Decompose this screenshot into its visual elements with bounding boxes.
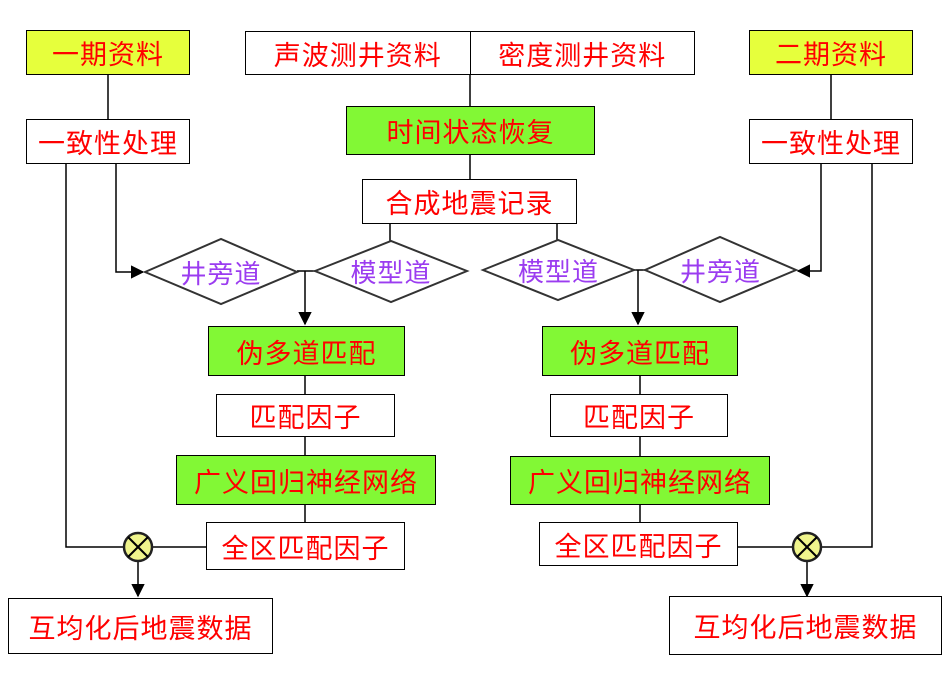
equalized-seismic-data-right-box: 互均化后地震数据 xyxy=(669,596,942,655)
connector-consistency1-well-diamond xyxy=(115,164,145,279)
pseudo-multichannel-match-left-box: 伪多道匹配 xyxy=(208,326,405,376)
consistency-processing-right-box: 一致性处理 xyxy=(749,119,913,164)
grnn-left-box: 广义回归神经网络 xyxy=(176,455,436,505)
multiply-icon-left xyxy=(122,531,154,563)
multiply-icon-right xyxy=(791,531,823,563)
match-factor-left-box: 匹配因子 xyxy=(216,394,395,437)
sonic-log-label: 声波测井资料 xyxy=(273,40,442,72)
synthetic-seismogram-box: 合成地震记录 xyxy=(362,179,577,224)
full-area-match-factor-left-box: 全区匹配因子 xyxy=(206,522,405,570)
pseudo-multichannel-match-right-box: 伪多道匹配 xyxy=(542,326,738,376)
connector-consistency1-multiply xyxy=(65,164,124,548)
well-log-data-box: 声波测井资料 密度测井资料 xyxy=(245,31,695,75)
density-log-label: 密度测井资料 xyxy=(469,32,695,74)
model-trace-right-label: 模型道 xyxy=(517,257,599,288)
connector-consistency2-well-diamond xyxy=(796,164,822,278)
full-area-match-factor-right-box: 全区匹配因子 xyxy=(539,522,738,566)
decision-well-trace-left xyxy=(142,237,300,306)
equalized-seismic-data-left-box: 互均化后地震数据 xyxy=(8,598,273,654)
decision-well-trace-right xyxy=(642,235,799,304)
model-trace-left-label: 模型道 xyxy=(350,258,432,289)
decision-model-trace-left xyxy=(312,239,470,304)
grnn-right-box: 广义回归神经网络 xyxy=(510,456,770,505)
time-state-recovery-box: 时间状态恢复 xyxy=(346,106,595,155)
phase2-data-box: 二期资料 xyxy=(749,30,913,75)
connector-consistency2-multiply xyxy=(821,164,873,548)
well-trace-left-label: 井旁道 xyxy=(180,259,262,290)
consistency-processing-left-box: 一致性处理 xyxy=(26,119,190,164)
match-factor-right-box: 匹配因子 xyxy=(550,394,728,437)
well-trace-right-label: 井旁道 xyxy=(679,257,761,288)
decision-model-trace-right xyxy=(480,238,637,302)
phase1-data-box: 一期资料 xyxy=(26,30,190,75)
